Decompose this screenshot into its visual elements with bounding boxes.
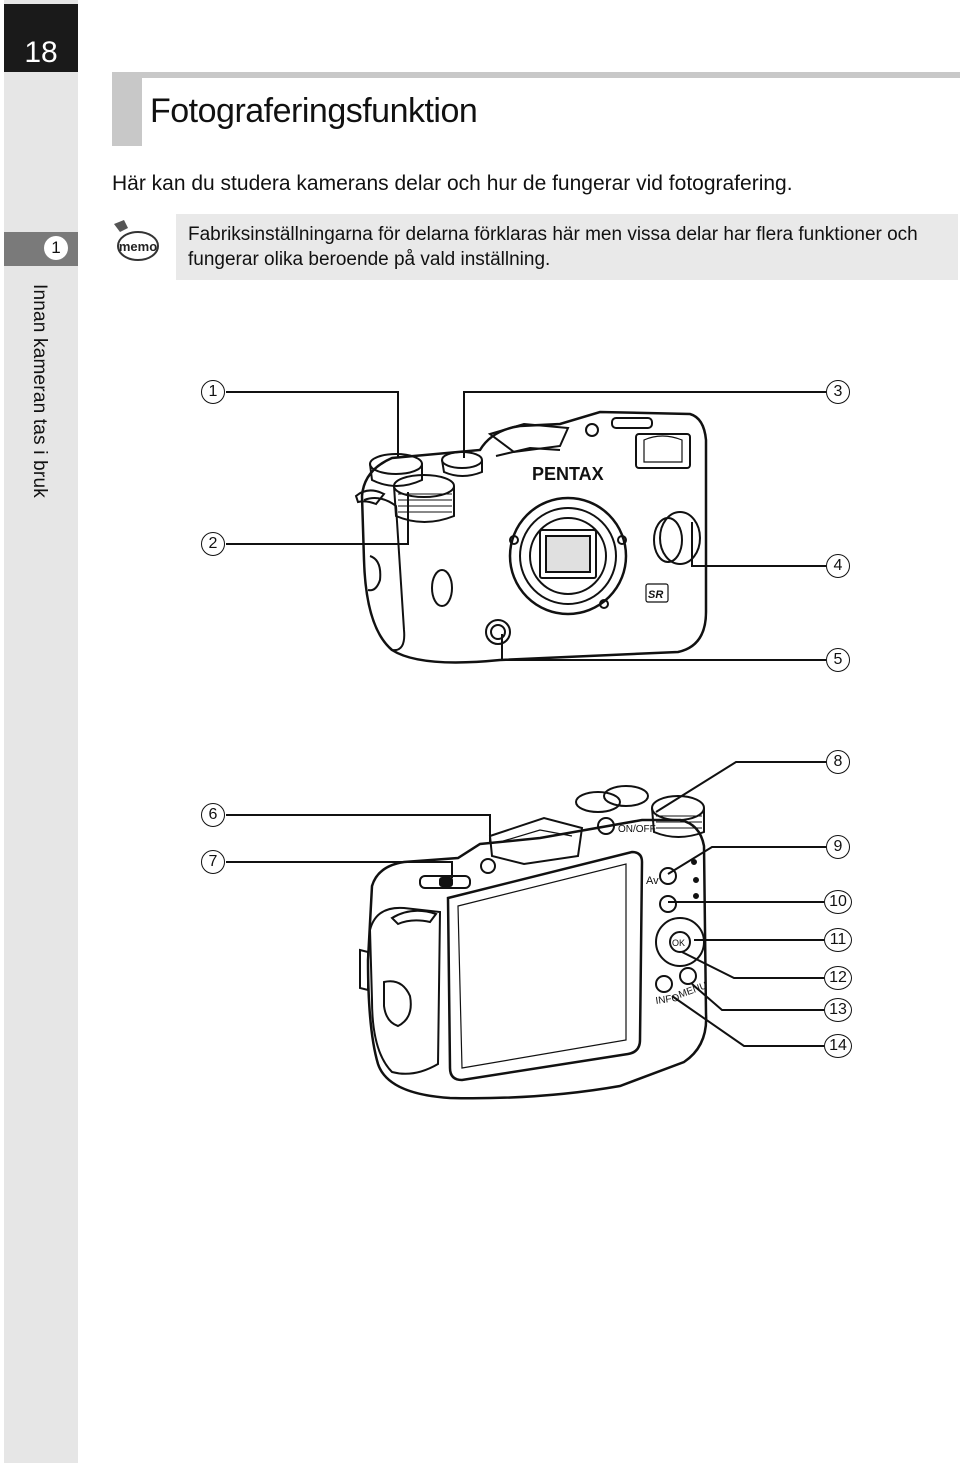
page-title: Fotograferingsfunktion (150, 92, 478, 130)
callout-3: 3 (826, 380, 850, 404)
callout-7: 7 (201, 850, 225, 874)
camera-front-view: PENTAX SR (226, 391, 826, 664)
callout-12: 12 (824, 966, 852, 990)
memo-icon: memo (110, 218, 160, 264)
sr-badge: SR (648, 589, 663, 601)
callout-5: 5 (826, 648, 850, 672)
title-rule (142, 72, 960, 78)
memo-text: Fabriksinställningarna för delarna förkl… (176, 214, 958, 280)
memo-icon-label: memo (119, 239, 157, 254)
menu-label: MENU (677, 980, 708, 1000)
callout-2: 2 (201, 532, 225, 556)
page-number: 18 (4, 4, 78, 72)
chapter-number: 1 (44, 236, 68, 260)
av-label: Av (646, 875, 659, 887)
callout-8: 8 (826, 750, 850, 774)
chapter-title: Innan kameran tas i bruk (29, 284, 50, 498)
title-bar (112, 72, 960, 146)
callout-6: 6 (201, 803, 225, 827)
side-strip (4, 0, 78, 1463)
ok-label: OK (672, 938, 685, 948)
callout-1: 1 (201, 380, 225, 404)
callout-10: 10 (824, 890, 852, 914)
callout-11: 11 (824, 928, 852, 952)
callout-14: 14 (824, 1034, 852, 1058)
callout-13: 13 (824, 998, 852, 1022)
camera-back-view: ON/OFF Av OK INFO MENU (226, 761, 826, 1100)
callout-9: 9 (826, 835, 850, 859)
title-block (112, 72, 142, 146)
onoff-label: ON/OFF (618, 824, 656, 835)
callout-4: 4 (826, 554, 850, 578)
front-brand-logo: PENTAX (532, 464, 604, 484)
intro-text: Här kan du studera kamerans delar och hu… (112, 172, 793, 195)
info-label: INFO (655, 993, 680, 1007)
